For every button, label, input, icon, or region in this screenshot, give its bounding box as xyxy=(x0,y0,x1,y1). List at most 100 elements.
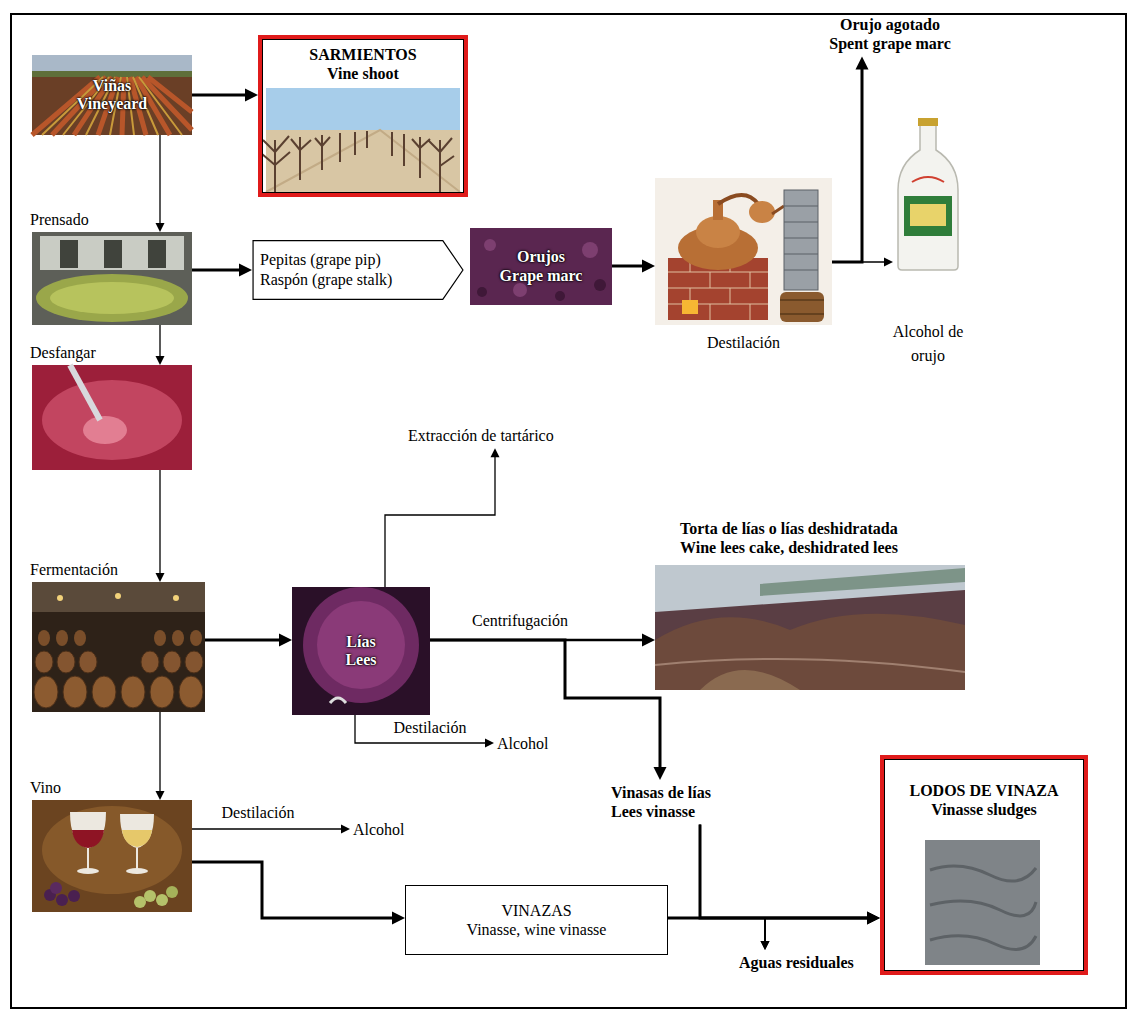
node-text: LODOS DE VINAZA xyxy=(884,781,1084,800)
vine-shoot-photo xyxy=(266,88,460,192)
must-settling-photo xyxy=(32,365,192,470)
arrowhead xyxy=(761,941,770,950)
text-node: Orujo agotadoSpent grape marc xyxy=(808,12,972,56)
vine-shoot-photo xyxy=(266,130,460,192)
flow-connector xyxy=(612,265,643,268)
flow-connector xyxy=(192,94,246,97)
barrel-cellar-photo xyxy=(57,651,75,673)
bottle-illustration xyxy=(898,120,958,270)
barrel-cellar-photo xyxy=(74,630,86,646)
node-text: Vinasas de lías xyxy=(611,783,711,802)
wine-glasses-photo xyxy=(126,868,148,874)
press-photo xyxy=(60,240,78,268)
barrel-cellar-photo xyxy=(173,595,179,601)
must-settling-photo xyxy=(70,365,100,420)
lees-cake-photo xyxy=(655,659,965,672)
wine-glasses-photo xyxy=(144,890,156,902)
wine-glasses-photo xyxy=(32,800,192,912)
lees-cake-photo xyxy=(655,614,965,690)
vineyard-photo xyxy=(32,55,192,71)
node-text: Grape marc xyxy=(500,267,583,285)
must-settling-photo xyxy=(42,380,182,460)
flow-connector xyxy=(430,640,660,768)
arrowhead xyxy=(761,941,770,950)
photo-node: OrujosGrape marc xyxy=(470,228,612,305)
text-node: Alcohol xyxy=(494,731,552,756)
node-label: Prensado xyxy=(30,210,89,229)
wine-glasses-photo xyxy=(134,896,146,908)
node-text: Viñas xyxy=(93,77,132,95)
arrowhead xyxy=(156,356,165,365)
lees-cake-photo xyxy=(655,565,965,690)
barrel-cellar-photo xyxy=(163,651,181,673)
photo-node: Vino xyxy=(32,800,192,912)
wine-glasses-photo xyxy=(122,830,152,847)
wine-glasses-photo xyxy=(42,806,182,894)
node-text: Vinasse, wine vinasse xyxy=(467,920,607,939)
node-label: Wine lees cake, deshidrated lees xyxy=(680,538,898,557)
text-node: Vinasas de líasLees vinasse xyxy=(608,780,714,824)
barrel-cellar-photo xyxy=(56,630,68,646)
grape-marc-photo xyxy=(555,291,565,301)
lees-tank-photo xyxy=(330,698,346,703)
still-illustration xyxy=(784,206,818,270)
must-settling-photo xyxy=(32,365,192,470)
edge-label: Centrifugación xyxy=(469,611,571,630)
node-label: Torta de lías o lías deshidratada xyxy=(680,519,898,538)
lees-cake-photo xyxy=(655,565,965,690)
flow-connector xyxy=(159,135,160,224)
node-text: Lees vinasse xyxy=(611,802,711,821)
arrowhead xyxy=(884,258,893,267)
lees-tank-photo xyxy=(317,601,405,689)
arrowhead xyxy=(642,634,655,647)
bottle-illustration xyxy=(904,196,952,236)
arrowhead xyxy=(654,767,667,780)
arrowhead xyxy=(239,264,252,277)
node-text: Vinasse sludges xyxy=(884,800,1084,819)
wine-glasses-photo xyxy=(87,848,89,870)
vine-shoot-photo xyxy=(266,88,460,130)
node-text: Raspón (grape stalk) xyxy=(260,270,438,290)
flow-connector xyxy=(668,918,765,942)
vineyard-photo xyxy=(42,77,182,135)
edge-label: Destilación xyxy=(391,718,470,737)
barrel-cellar-photo xyxy=(121,676,145,708)
illustration-node: Alcohol de orujo xyxy=(893,118,963,270)
flow-connector xyxy=(159,470,160,574)
bottle-illustration xyxy=(898,118,958,270)
still-illustration xyxy=(780,300,824,314)
vineyard-photo xyxy=(32,77,192,135)
still-illustration xyxy=(696,216,740,248)
flow-connector xyxy=(192,828,342,829)
vinasse-sludge-photo xyxy=(925,840,1040,965)
still-illustration xyxy=(682,300,698,314)
flow-connector xyxy=(192,269,240,272)
pentagon-box: Pepitas (grape pip)Raspón (grape stalk) xyxy=(252,240,464,300)
label-group: Torta de lías o lías deshidratadaWine le… xyxy=(680,519,898,557)
grape-marc-photo xyxy=(484,239,496,251)
press-photo xyxy=(104,240,122,268)
photo-node: Fermentación xyxy=(32,582,205,712)
arrowhead xyxy=(156,573,165,582)
barrel-cellar-photo xyxy=(115,593,121,599)
pentagon-outline xyxy=(253,241,463,300)
node-text: Vineyeard xyxy=(77,95,148,113)
label-group: Desfangar xyxy=(30,343,96,362)
flow-connector xyxy=(355,715,486,743)
barrel-cellar-photo xyxy=(185,651,203,673)
barrel-cellar-photo xyxy=(34,676,58,708)
vinasse-sludge-photo xyxy=(930,866,1036,949)
arrowhead xyxy=(245,89,258,102)
node-text: Orujo agotado xyxy=(811,15,969,34)
node-text: SARMIENTOS xyxy=(262,45,464,64)
node-label: Alcohol de orujo xyxy=(881,320,975,368)
press-photo xyxy=(50,282,174,314)
vine-shoot-photo xyxy=(262,131,454,192)
wine-glasses-photo xyxy=(166,886,178,898)
node-label: Destilación xyxy=(655,333,832,352)
barrel-cellar-photo xyxy=(150,676,174,708)
wine-glasses-photo xyxy=(32,800,192,912)
label-group: Prensado xyxy=(30,210,89,229)
node-text: VINAZAS xyxy=(501,901,571,920)
